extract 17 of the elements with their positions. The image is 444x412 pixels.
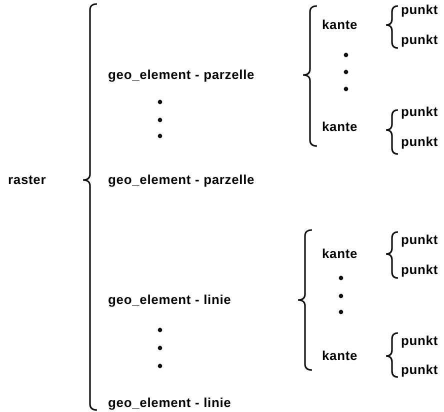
tree-label: geo_element - parzelle	[108, 172, 255, 188]
tree-label: kante	[322, 348, 358, 364]
tree-label: punkt	[401, 104, 438, 120]
tree-label: punkt	[401, 32, 438, 48]
tree-label: punkt	[401, 2, 438, 18]
tree-label: punkt	[401, 232, 438, 248]
tree-label: punkt	[401, 134, 438, 150]
tree-label: kante	[322, 246, 358, 262]
tree-label: kante	[322, 17, 358, 33]
tree-label: punkt	[401, 333, 438, 349]
tree-label: punkt	[401, 362, 438, 378]
tree-label: kante	[322, 119, 358, 135]
tree-label: raster	[8, 172, 46, 188]
tree-label: geo_element - parzelle	[108, 67, 255, 83]
tree-label: geo_element - linie	[108, 395, 232, 411]
tree-label: punkt	[401, 262, 438, 278]
tree-label: geo_element - linie	[108, 292, 232, 308]
